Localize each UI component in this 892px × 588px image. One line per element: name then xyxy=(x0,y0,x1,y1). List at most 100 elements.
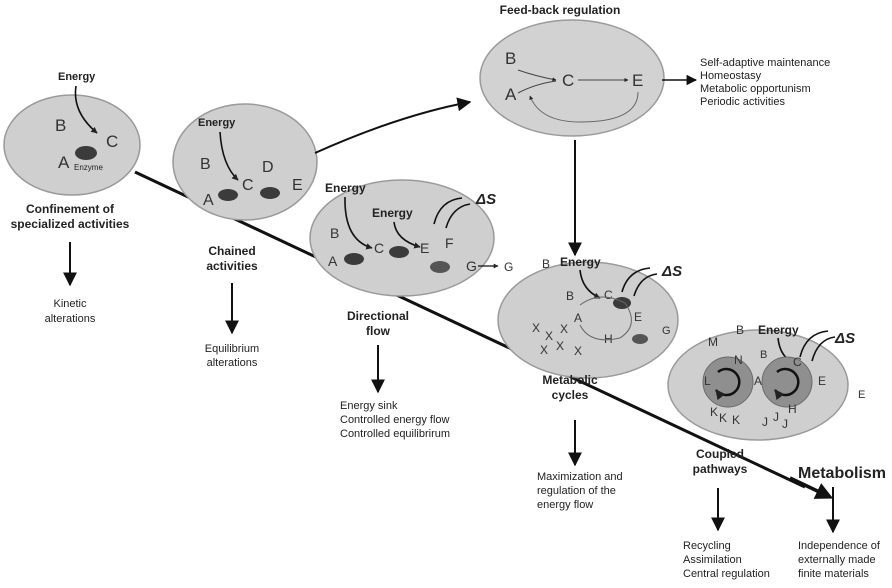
node-c: C xyxy=(374,240,384,256)
node-x: X xyxy=(540,343,548,357)
result-line-2: alterations xyxy=(45,313,96,325)
cycle-right xyxy=(762,357,812,407)
cell-cycles xyxy=(498,262,678,378)
cell-confinement xyxy=(4,95,140,195)
node-c: C xyxy=(242,177,254,194)
node-g-out: G xyxy=(504,260,513,274)
node-a: A xyxy=(505,85,517,104)
stage-title-line-1: Directional xyxy=(347,309,409,323)
enzyme-icon xyxy=(632,334,648,344)
node-x: X xyxy=(556,339,564,353)
node-j: J xyxy=(762,415,768,429)
node-e: E xyxy=(632,71,643,90)
result-line-3: finite materials xyxy=(798,568,869,580)
node-x: X xyxy=(545,329,553,343)
node-e-out: E xyxy=(858,389,865,401)
stage-title-line-1: Confinement of xyxy=(26,202,115,216)
stage-metabolism: Metabolism Independence of externally ma… xyxy=(798,465,886,580)
result-line-3: energy flow xyxy=(537,499,593,511)
node-n: N xyxy=(734,353,743,367)
energy-label: Energy xyxy=(58,71,96,83)
result-line-1: Self-adaptive maintenance xyxy=(700,57,830,69)
node-k: K xyxy=(732,413,740,427)
node-b: B xyxy=(200,156,211,173)
node-a: A xyxy=(574,311,582,325)
node-b: B xyxy=(736,323,744,337)
energy-label: Energy xyxy=(198,117,236,129)
node-j: J xyxy=(782,417,788,431)
node-g: G xyxy=(662,325,671,337)
result-line-2: Controlled energy flow xyxy=(340,414,450,426)
node-j: J xyxy=(773,410,779,424)
cell-chained xyxy=(173,104,317,220)
stage-title-line-2: flow xyxy=(366,324,391,338)
node-k: K xyxy=(710,405,718,419)
energy-label-2: Energy xyxy=(372,206,413,220)
node-c: C xyxy=(604,288,613,302)
result-line-2: alterations xyxy=(207,357,258,369)
delta-s-label: ΔS xyxy=(834,330,855,347)
stage-title-line-2: cycles xyxy=(552,388,589,402)
node-b-2: B xyxy=(566,289,574,303)
node-c: C xyxy=(793,355,802,369)
node-e: E xyxy=(420,240,429,256)
node-k: K xyxy=(719,411,727,425)
node-e: E xyxy=(292,177,303,194)
stage-title: Feed-back regulation xyxy=(500,3,621,17)
node-x: X xyxy=(532,321,540,335)
node-b: B xyxy=(542,257,550,271)
result-line-1: Kinetic xyxy=(53,298,87,310)
energy-label: Energy xyxy=(560,255,601,269)
node-e: E xyxy=(818,374,826,388)
arrow-to-feedback xyxy=(315,102,470,153)
enzyme-icon xyxy=(344,253,364,265)
enzyme-icon xyxy=(218,189,238,201)
stage-title-line-2: specialized activities xyxy=(11,217,130,231)
stage-title-line-1: Chained xyxy=(208,244,255,258)
result-line-3: Metabolic opportunism xyxy=(700,83,811,95)
result-line-3: Central regulation xyxy=(683,568,770,580)
node-c: C xyxy=(106,132,118,151)
node-b: B xyxy=(505,49,516,68)
enzyme-icon xyxy=(260,187,280,199)
enzyme-label: Enzyme xyxy=(74,163,103,172)
node-e: E xyxy=(634,310,642,324)
result-line-1: Maximization and xyxy=(537,471,623,483)
node-a: A xyxy=(328,253,338,269)
result-line-3: Controlled equilibrirum xyxy=(340,428,450,440)
node-b: B xyxy=(55,116,66,135)
node-b: B xyxy=(330,225,339,241)
result-line-2: regulation of the xyxy=(537,485,616,497)
delta-s-label: ΔS xyxy=(661,263,682,280)
stage-title-line-2: activities xyxy=(206,259,258,273)
stage-title-line-1: Coupled xyxy=(696,447,744,461)
result-line-1: Equilibrium xyxy=(205,343,259,355)
metabolism-title: Metabolism xyxy=(798,465,886,482)
node-a: A xyxy=(203,192,214,209)
enzyme-icon xyxy=(389,246,409,258)
node-m: M xyxy=(708,335,718,349)
node-c: C xyxy=(562,71,574,90)
result-line-1: Energy sink xyxy=(340,400,398,412)
result-line-2: Homeostasy xyxy=(700,70,762,82)
node-x: X xyxy=(560,322,568,336)
node-l: L xyxy=(704,374,711,388)
node-b-2: B xyxy=(760,349,767,361)
enzyme-icon xyxy=(75,146,97,160)
result-line-2: externally made xyxy=(798,554,876,566)
result-line-1: Recycling xyxy=(683,540,731,552)
stage-title-line-1: Metabolic xyxy=(542,373,598,387)
energy-label: Energy xyxy=(325,181,366,195)
stage-title-line-2: pathways xyxy=(693,462,748,476)
node-a: A xyxy=(58,153,70,172)
delta-s-label: ΔS xyxy=(475,191,496,208)
node-g: G xyxy=(466,258,477,274)
node-h: H xyxy=(788,402,797,416)
result-line-1: Independence of xyxy=(798,540,881,552)
result-line-2: Assimilation xyxy=(683,554,742,566)
enzyme-icon xyxy=(430,261,450,273)
result-line-4: Periodic activities xyxy=(700,96,785,108)
node-x: X xyxy=(574,344,582,358)
